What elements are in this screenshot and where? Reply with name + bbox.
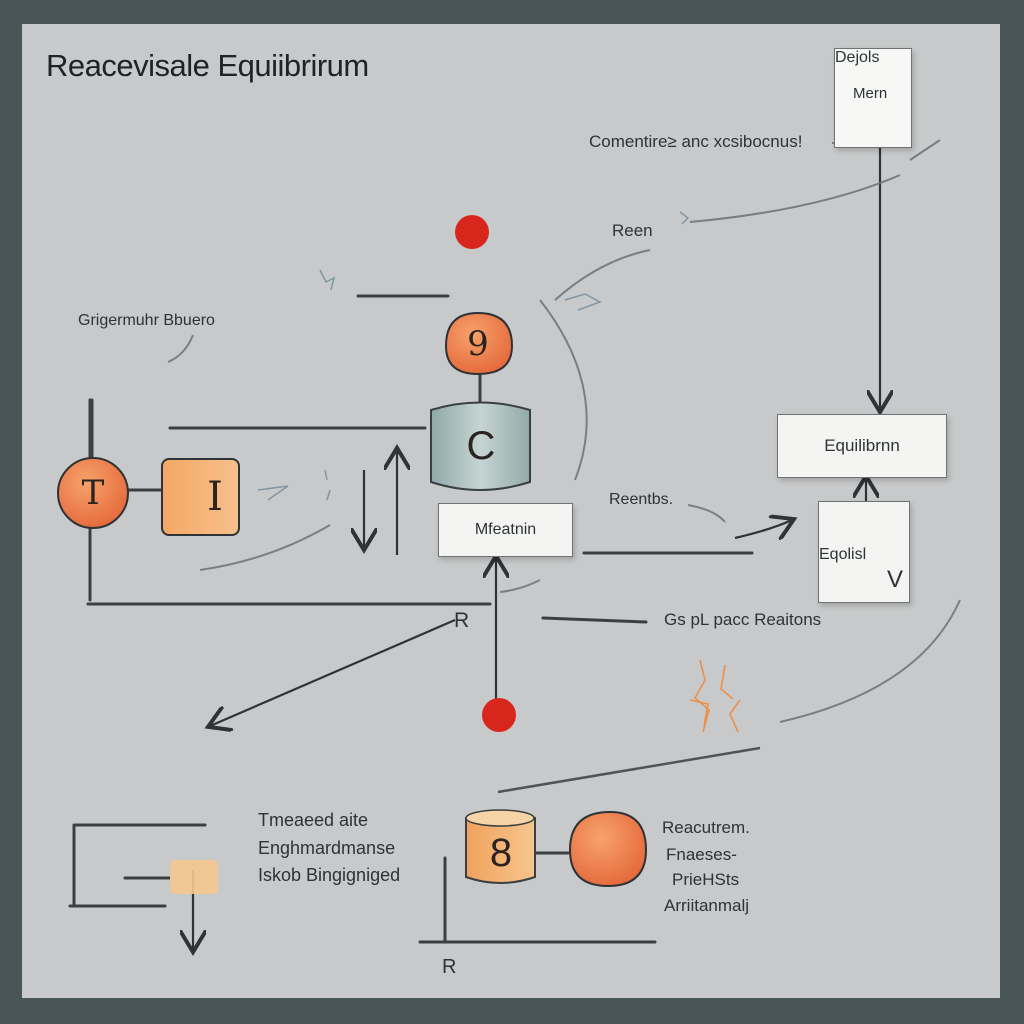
curve-grigermuhr xyxy=(167,334,194,363)
bottom-right-line3: PrieHSts xyxy=(672,870,740,889)
curve-reentbs xyxy=(687,504,726,523)
nine-node-shape xyxy=(444,311,514,376)
arrow-reentbs xyxy=(734,520,792,538)
curve-left-lower xyxy=(199,524,331,571)
note-box-line2: Mern xyxy=(853,85,888,102)
tan-puzzle-piece xyxy=(170,860,218,894)
red-dot-bottom xyxy=(482,698,516,732)
c-node-shape xyxy=(430,401,531,491)
label-r-bottom: R xyxy=(442,956,457,978)
mfeatnin-box: Mfeatnin xyxy=(438,503,573,557)
left-orange-square xyxy=(161,458,240,536)
mfeatnin-box-label: Mfeatnin xyxy=(474,521,537,538)
sketch-mark-2 xyxy=(564,293,602,311)
left-square-label: I xyxy=(207,474,223,520)
label-reen: Reen xyxy=(612,221,653,240)
c-node-label: C xyxy=(466,423,496,468)
nine-node-label: 9 xyxy=(467,324,489,364)
equilibrium-box-label: Equilibrnn xyxy=(824,436,900,455)
line-bottom-diagonal xyxy=(497,746,761,794)
equilibrium-box: Equilibrnn xyxy=(777,414,947,478)
curve-reen-arc xyxy=(554,249,651,301)
curve-pac xyxy=(779,599,961,723)
bottom-left-line2: Enghmardmanse xyxy=(258,838,396,858)
red-dot-top xyxy=(455,215,489,249)
label-pac-reaction: Gs pL pacc Reaitons xyxy=(664,610,822,629)
label-r-middle: R xyxy=(454,609,470,632)
sketch-mark-3 xyxy=(257,485,289,501)
equilsl-box: Eqolisl V xyxy=(818,501,910,603)
page-title: Reacevisale Equiibrirum xyxy=(46,48,369,83)
bottom-right-line1: Reacutrem. xyxy=(662,818,750,837)
bottom-left-line1: Tmeaeed aite xyxy=(258,810,369,830)
label-top-right: Comentire≥ anc xcsibocnus! xyxy=(589,132,803,151)
eight-node-label: 8 xyxy=(489,830,513,875)
curve-reen xyxy=(689,174,901,223)
left-orange-circle xyxy=(57,457,129,529)
label-left-top: Grigermuhr Bbuero xyxy=(78,312,215,329)
orange-egg-node xyxy=(568,810,648,888)
curve-right-arc xyxy=(539,299,588,481)
bottom-right-line2: Fnaeses- xyxy=(666,845,737,864)
equilsl-box-label: Eqolisl xyxy=(819,546,867,563)
sketch-mark-1 xyxy=(319,269,336,291)
label-reentbs: Reentbs. xyxy=(609,491,674,508)
sketch-mark-4 xyxy=(324,469,331,501)
line-pac xyxy=(541,616,648,624)
bottom-left-line3: Iskob Bingigniged xyxy=(258,865,401,885)
bottom-right-line4: Arriitanmalj xyxy=(664,896,750,915)
line-top-right-diagonal xyxy=(909,139,941,161)
curve-center-lower xyxy=(499,579,541,593)
equilsl-box-mark: V xyxy=(887,566,904,593)
note-box-line1: Dejols xyxy=(835,49,880,66)
left-circle-label: T xyxy=(81,473,105,513)
note-box: Dejols Mern xyxy=(834,48,912,148)
orange-sketch-burst xyxy=(689,659,741,733)
sketch-mark-5 xyxy=(679,211,690,225)
arrow-diagonal-left xyxy=(210,618,456,726)
